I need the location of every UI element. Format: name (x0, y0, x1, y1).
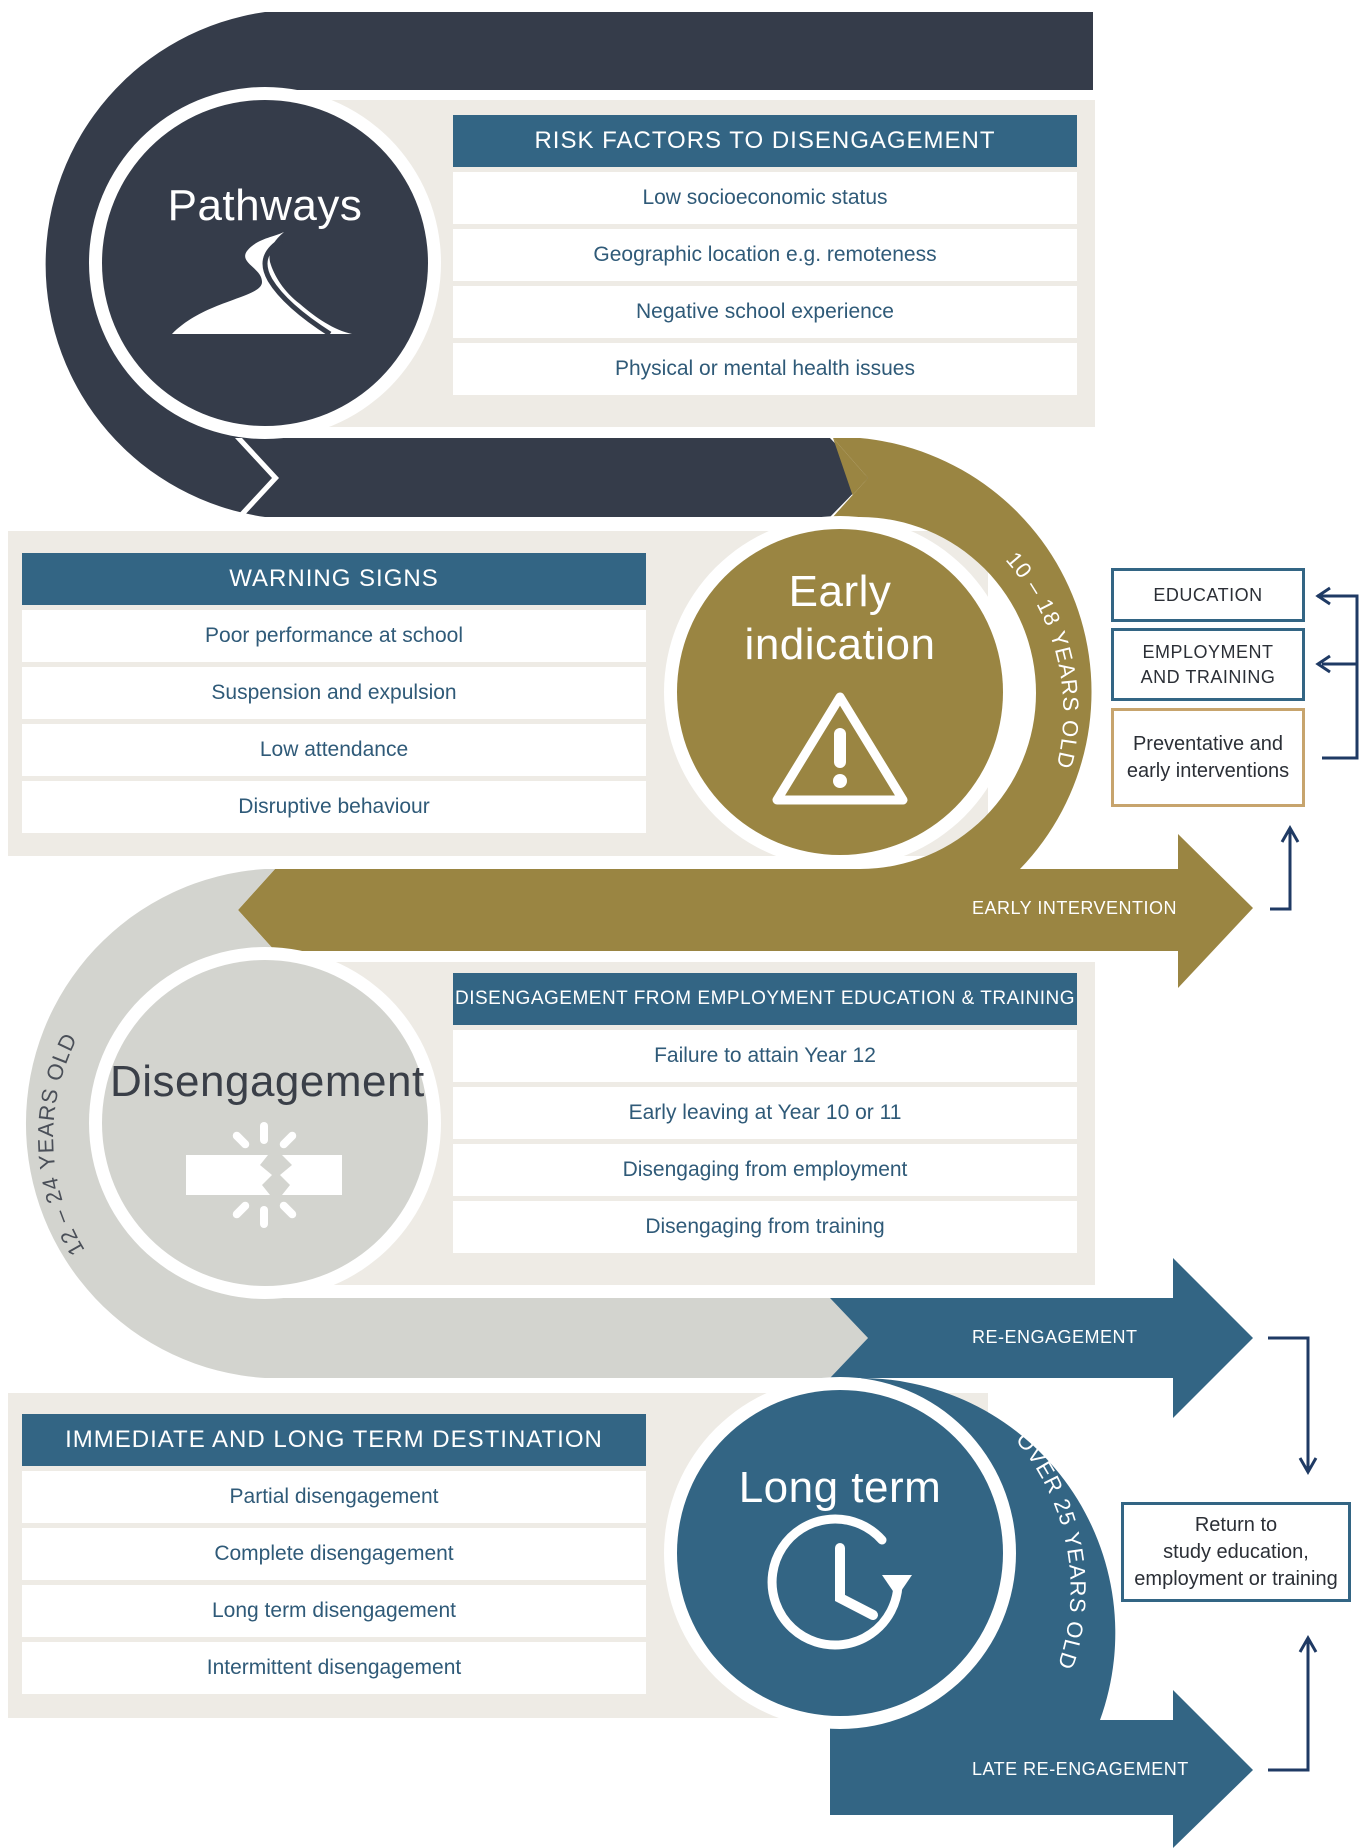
road-icon (172, 232, 352, 337)
list-item: Failure to attain Year 12 (453, 1030, 1077, 1082)
broken-link-icon (186, 1122, 342, 1228)
outcome-return-line1: Return to (1194, 1513, 1278, 1536)
connector-return (1268, 1336, 1318, 1772)
band-early-outer (833, 438, 1092, 869)
outcome-return-line3: employment or training (1134, 1567, 1338, 1590)
list-header-risk-factors: RISK FACTORS TO DISENGAGEMENT (453, 115, 1077, 167)
list-item: Physical or mental health issues (453, 343, 1077, 395)
outcome-preventative: Preventative and early interventions (1111, 708, 1305, 807)
list-header-warning-signs: WARNING SIGNS (22, 553, 646, 605)
band-long-term (830, 1377, 1253, 1848)
outcome-employment: EMPLOYMENT AND TRAINING (1111, 628, 1305, 701)
list-risk-factors: RISK FACTORS TO DISENGAGEMENT Low socioe… (453, 115, 1077, 395)
list-item: Low socioeconomic status (453, 172, 1077, 224)
band-early (238, 438, 1253, 988)
arrow-label-late-reengagement: LATE RE-ENGAGEMENT (972, 1759, 1189, 1779)
list-warning-signs: WARNING SIGNS Poor performance at school… (22, 553, 646, 833)
circle-title-long-term: Long term (738, 1463, 942, 1512)
circle-title-disengagement: Disengagement (110, 1057, 425, 1106)
circle-early (677, 529, 1003, 855)
outcome-preventative-line1: Preventative and (1132, 732, 1284, 755)
band-disengagement (25, 869, 869, 1378)
list-item: Intermittent disengagement (22, 1642, 646, 1694)
arrow-label-reengagement: RE-ENGAGEMENT (972, 1327, 1138, 1347)
circle-title-early-line1: Early (788, 567, 892, 616)
list-item: Negative school experience (453, 286, 1077, 338)
arrow-label-early-intervention: EARLY INTERVENTION (972, 898, 1178, 918)
list-item: Disruptive behaviour (22, 781, 646, 833)
list-disengagement: DISENGAGEMENT FROM EMPLOYMENT EDUCATION … (453, 973, 1077, 1253)
connector-preventative (1270, 586, 1359, 911)
list-header-disengagement: DISENGAGEMENT FROM EMPLOYMENT EDUCATION … (453, 973, 1077, 1025)
list-item: Early leaving at Year 10 or 11 (453, 1087, 1077, 1139)
clock-icon (767, 1514, 912, 1650)
band-primary (45, 12, 1093, 517)
list-item: Poor performance at school (22, 610, 646, 662)
list-item: Suspension and expulsion (22, 667, 646, 719)
outcome-employment-line2: AND TRAINING (1140, 666, 1276, 687)
list-item: Complete disengagement (22, 1528, 646, 1580)
list-item: Partial disengagement (22, 1471, 646, 1523)
outcome-education: EDUCATION (1111, 568, 1305, 622)
circle-title-early: Early indication (700, 566, 980, 672)
band-reengagement (830, 1258, 1253, 1418)
list-header-destination: IMMEDIATE AND LONG TERM DESTINATION (22, 1414, 646, 1466)
outcome-return-line2: study education, (1163, 1540, 1309, 1563)
outcome-education-label: EDUCATION (1153, 584, 1263, 605)
warning-icon (772, 692, 908, 805)
circle-title-early-line2: indication (744, 619, 936, 669)
list-item: Disengaging from employment (453, 1144, 1077, 1196)
list-destination: IMMEDIATE AND LONG TERM DESTINATION Part… (22, 1414, 646, 1694)
circle-title-pathways: Pathways (167, 181, 363, 230)
list-item: Disengaging from training (453, 1201, 1077, 1253)
list-item: Long term disengagement (22, 1585, 646, 1637)
list-item: Geographic location e.g. remoteness (453, 229, 1077, 281)
list-item: Low attendance (22, 724, 646, 776)
outcome-return: Return to study education, employment or… (1121, 1502, 1351, 1602)
outcome-employment-line1: EMPLOYMENT (1142, 642, 1274, 663)
outcome-preventative-line2: early interventions (1126, 759, 1290, 782)
